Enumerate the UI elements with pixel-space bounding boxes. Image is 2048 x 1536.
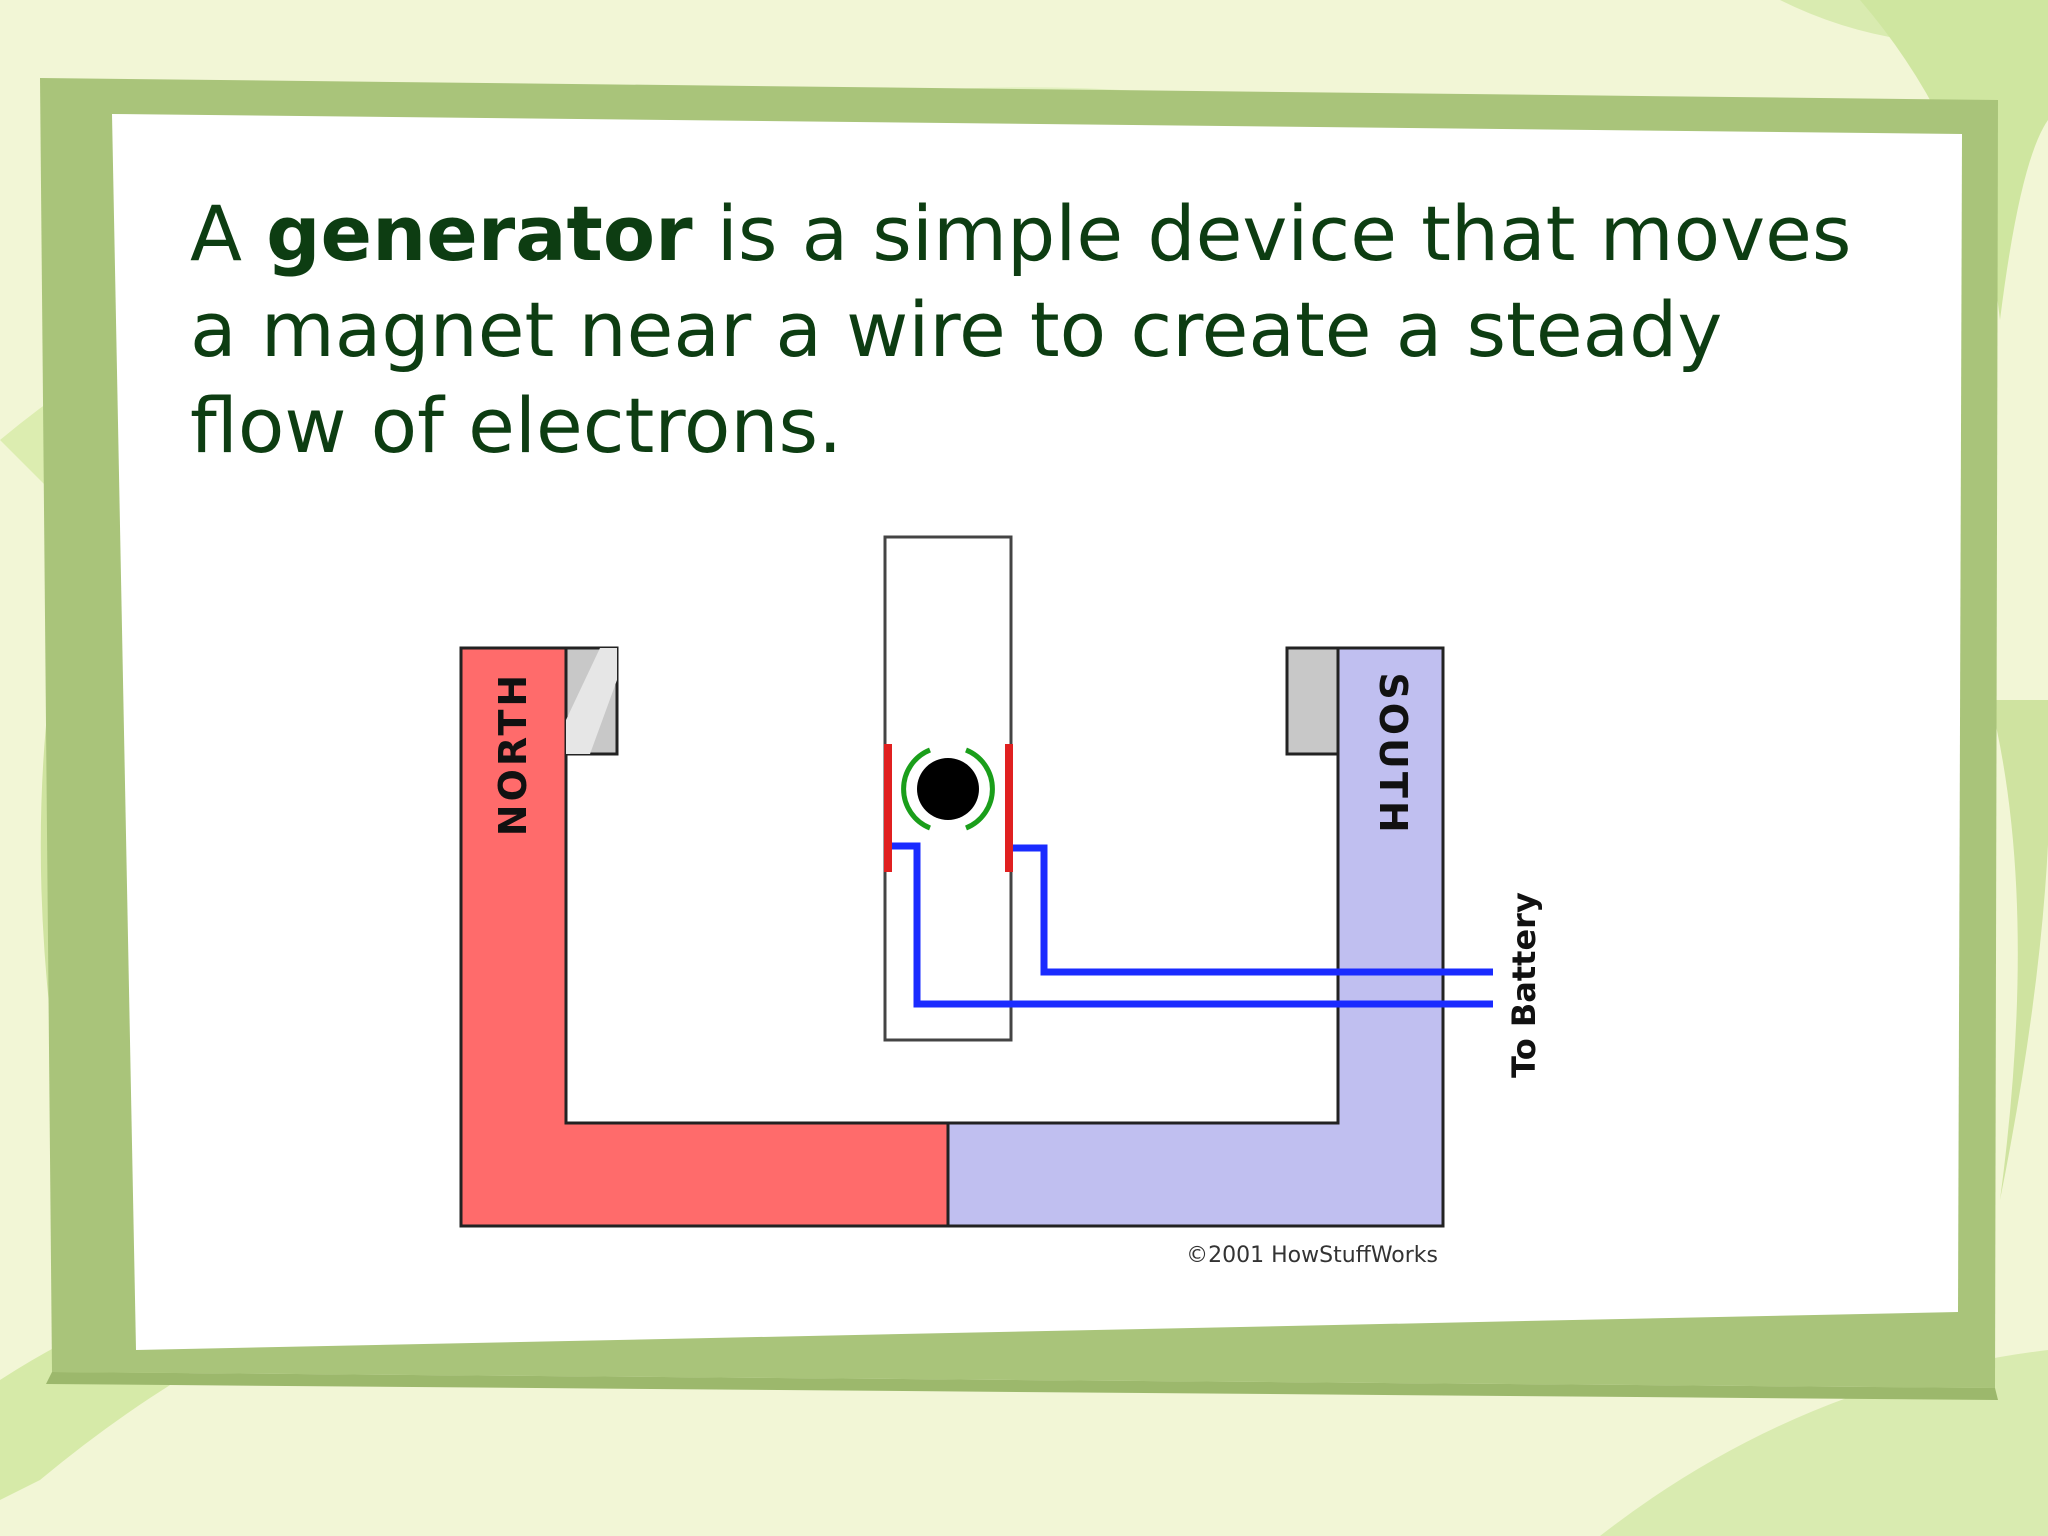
right-contact — [1005, 744, 1013, 872]
left-contact — [884, 744, 892, 872]
battery-label: To Battery — [1505, 892, 1543, 1078]
south-pole-tip — [1285, 646, 1340, 756]
south-pole-magnet — [946, 646, 1445, 1228]
wire-cross-section — [917, 758, 979, 820]
field-arc-right — [965, 747, 995, 831]
wire-right — [1013, 844, 1493, 976]
text-after: is a simple device that moves a magnet n… — [190, 189, 1852, 470]
field-arc-left — [901, 747, 931, 831]
credit-text: ©2001 HowStuffWorks — [1186, 1243, 1438, 1268]
slide-text: A generator is a simple device that move… — [190, 186, 1870, 474]
text-before: A — [190, 189, 267, 278]
keyword-generator: generator — [266, 189, 693, 278]
north-label: NORTH — [491, 672, 535, 836]
south-label: SOUTH — [1371, 672, 1415, 835]
wire-left — [892, 842, 1493, 1008]
